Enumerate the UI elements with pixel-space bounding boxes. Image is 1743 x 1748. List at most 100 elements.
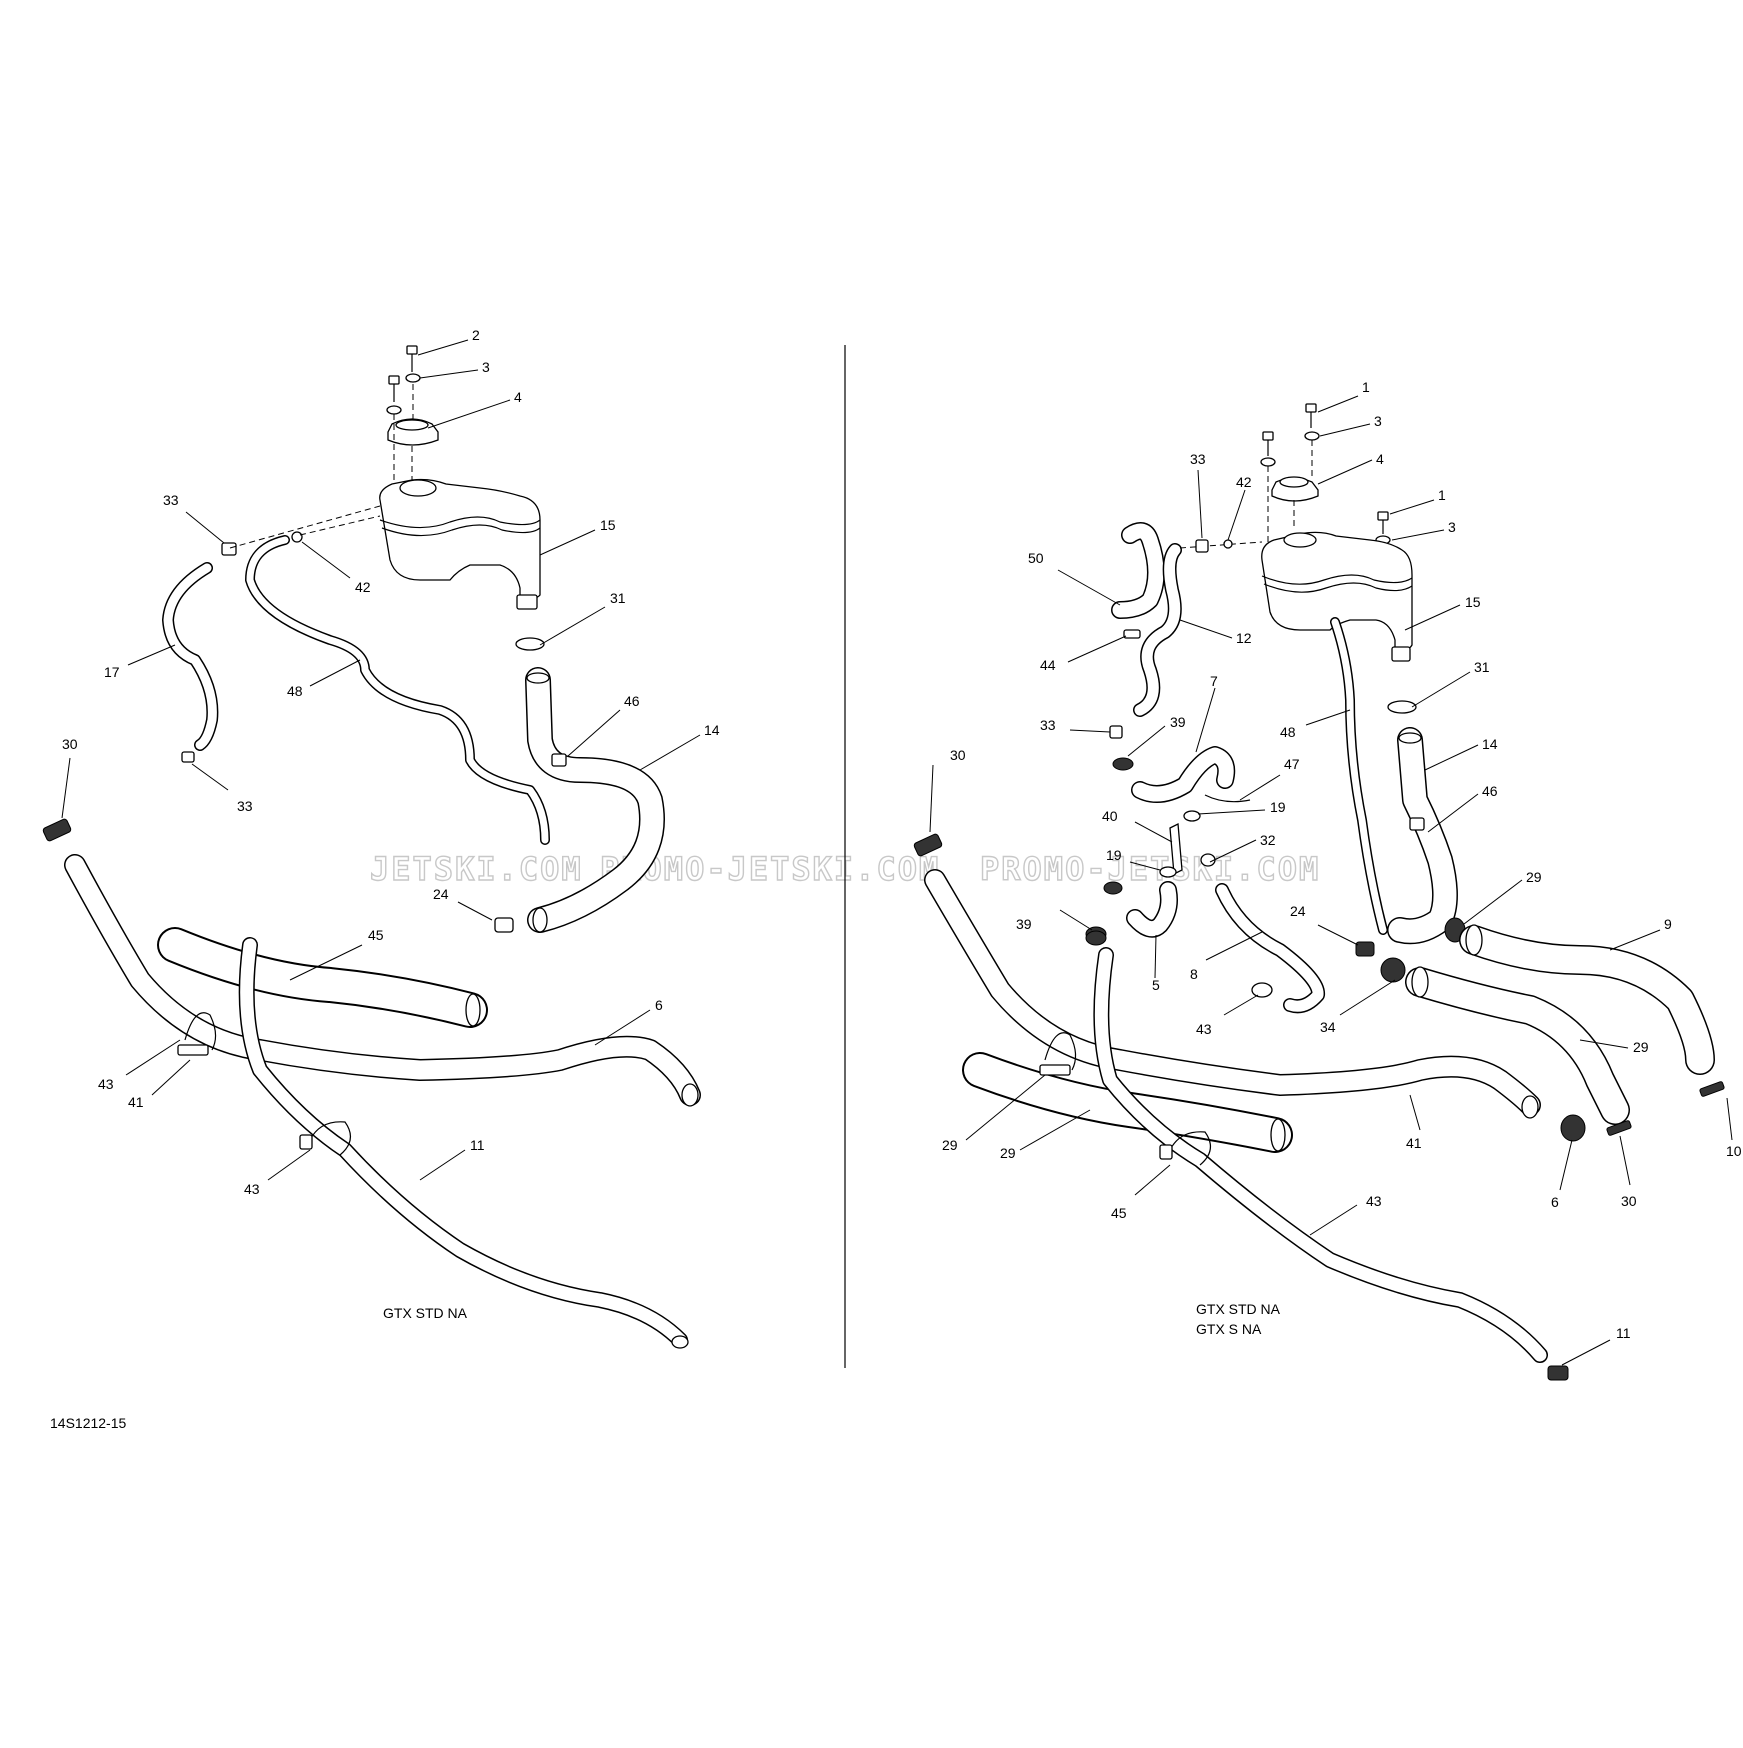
callout-number: 33 (1040, 717, 1056, 733)
callout-number: 47 (1284, 756, 1300, 772)
callout-number: 43 (98, 1076, 114, 1092)
hose-8 (1215, 883, 1325, 1014)
screw (388, 345, 418, 402)
callout-number: 43 (1196, 1021, 1212, 1037)
callout-number: 41 (1406, 1135, 1422, 1151)
clamp (1085, 930, 1107, 946)
callout-number: 32 (1260, 832, 1276, 848)
hose-end (681, 1083, 699, 1107)
callout-number: 7 (1210, 673, 1218, 689)
fitting (1606, 1120, 1632, 1136)
callout-number: 39 (1170, 714, 1186, 730)
clamp (1183, 810, 1201, 822)
hose-12 (1133, 543, 1182, 717)
callout-number: 3 (1448, 519, 1456, 535)
callout-number: 34 (1320, 1019, 1336, 1035)
callout-number: 42 (355, 579, 371, 595)
clamp (1103, 881, 1123, 895)
watermark-text: JETSKI.COM (370, 850, 583, 888)
drawing-number: 14S1212-15 (50, 1415, 127, 1431)
callout-number: 29 (1000, 1145, 1016, 1161)
coolant-hose-14 (1387, 727, 1458, 945)
callout-number: 8 (1190, 966, 1198, 982)
callouts-left: 2 3 4 33 15 42 31 17 48 46 14 30 33 (61, 327, 720, 1197)
hose-end (532, 907, 548, 933)
fitting (1699, 1081, 1725, 1097)
callout-number: 50 (1028, 550, 1044, 566)
callout-number: 15 (1465, 594, 1481, 610)
coolant-reservoir (1261, 531, 1413, 662)
callout-number: 14 (1482, 736, 1498, 752)
callout-number: 29 (1633, 1039, 1649, 1055)
clip (1159, 1144, 1173, 1160)
hose-end (1521, 1095, 1539, 1119)
fitting (181, 751, 195, 763)
clip (299, 1134, 313, 1150)
hose-end (1398, 732, 1422, 744)
clamp (1387, 700, 1417, 714)
clip (1123, 629, 1141, 639)
clamp (1380, 957, 1406, 983)
callout-number: 39 (1016, 916, 1032, 932)
callout-number: 24 (433, 886, 449, 902)
hose-end (1411, 966, 1429, 998)
hose-6 (64, 854, 701, 1106)
model-caption: GTX S NA (1196, 1321, 1262, 1337)
model-caption: GTX STD NA (383, 1305, 468, 1321)
overflow-hose-48 (245, 535, 550, 845)
callout-number: 24 (1290, 903, 1306, 919)
callout-number: 33 (237, 798, 253, 814)
callout-number: 48 (1280, 724, 1296, 740)
coolant-reservoir (379, 478, 541, 610)
callout-number: 10 (1726, 1143, 1742, 1159)
fitting (291, 531, 303, 543)
callout-number: 30 (1621, 1193, 1637, 1209)
callout-number: 33 (163, 492, 179, 508)
callout-number: 6 (1551, 1194, 1559, 1210)
clamp (515, 637, 545, 651)
callout-number: 11 (1616, 1325, 1631, 1341)
clip (1039, 1064, 1071, 1076)
callouts-right: 1 3 4 33 42 1 3 50 15 12 44 31 7 (929, 379, 1742, 1366)
callout-number: 31 (1474, 659, 1490, 675)
hose-11 (1093, 947, 1548, 1363)
clamp (42, 818, 72, 842)
callout-number: 19 (1106, 847, 1122, 863)
callout-number: 11 (470, 1137, 485, 1153)
callout-number: 31 (610, 590, 626, 606)
callout-number: 29 (942, 1137, 958, 1153)
callout-number: 5 (1152, 977, 1160, 993)
clamp (551, 753, 567, 767)
callout-number: 46 (1482, 783, 1498, 799)
callout-number: 19 (1270, 799, 1286, 815)
callout-number: 33 (1190, 451, 1206, 467)
callout-number: 9 (1664, 916, 1672, 932)
strap (1044, 1032, 1077, 1071)
clamp (494, 917, 514, 933)
hose-5 (1126, 881, 1178, 938)
callout-number: 1 (1362, 379, 1370, 395)
clamp (1560, 1114, 1586, 1142)
clamp (913, 833, 943, 857)
callout-number: 12 (1236, 630, 1252, 646)
hose-end (671, 1335, 689, 1349)
clamp (1547, 1365, 1569, 1381)
callout-number: 45 (368, 927, 384, 943)
fitting (1223, 539, 1233, 549)
hose-50 (1111, 522, 1165, 619)
overflow-hose-48 (1330, 617, 1388, 935)
clip (177, 1044, 209, 1056)
fitting (1109, 725, 1123, 739)
callout-number: 14 (704, 722, 720, 738)
clamp (1200, 853, 1216, 867)
callout-number: 46 (624, 693, 640, 709)
hose-end (526, 672, 550, 684)
callout-number: 45 (1111, 1205, 1127, 1221)
clamp (1112, 757, 1134, 771)
hose-11 (238, 937, 688, 1348)
model-caption: GTX STD NA (1196, 1301, 1281, 1317)
washer (1260, 431, 1391, 545)
callout-number: 48 (287, 683, 303, 699)
